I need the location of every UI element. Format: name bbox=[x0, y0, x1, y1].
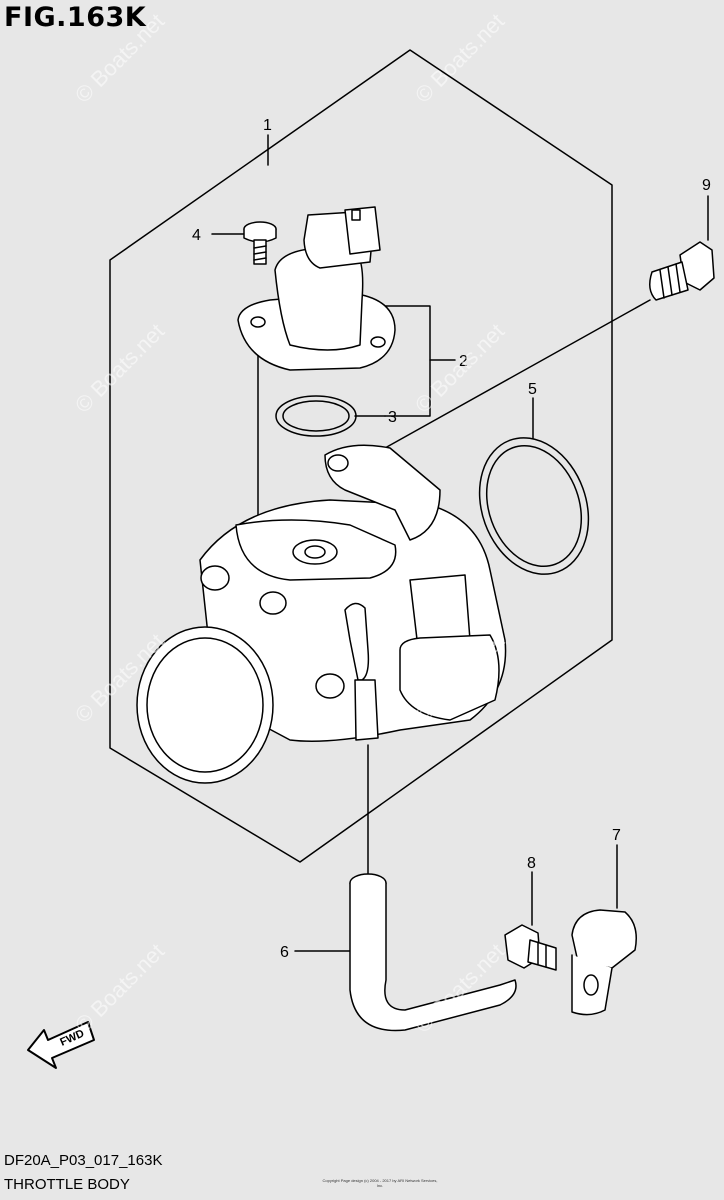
callout-8: 8 bbox=[527, 855, 536, 872]
figure-code: DF20A_P03_017_163K bbox=[4, 1152, 163, 1169]
copyright-notice: Copyright Page design (c) 2004 - 2017 by… bbox=[322, 1178, 438, 1188]
hose-part-6 bbox=[349, 873, 517, 1032]
fwd-arrow bbox=[27, 1021, 95, 1069]
callout-7: 7 bbox=[612, 827, 621, 844]
o-ring-part-3 bbox=[275, 395, 357, 437]
leader-2-3 bbox=[384, 305, 431, 417]
callout-4: 4 bbox=[192, 227, 201, 244]
callout-3: 3 bbox=[388, 409, 397, 426]
screw-part-4 bbox=[243, 221, 277, 265]
clamp-part-7 bbox=[571, 909, 637, 1016]
callout-5: 5 bbox=[528, 381, 537, 398]
callout-9: 9 bbox=[702, 177, 711, 194]
bolt-part-9 bbox=[649, 241, 715, 301]
callout-1: 1 bbox=[263, 117, 272, 134]
assembly-frame bbox=[109, 49, 613, 863]
leader-9b bbox=[384, 299, 651, 449]
callout-2: 2 bbox=[459, 353, 468, 370]
gasket-part-5 bbox=[478, 437, 590, 575]
sensor-part-2 bbox=[237, 206, 396, 371]
figure-title: FIG.163K bbox=[4, 2, 147, 33]
bolt-part-8 bbox=[504, 924, 557, 971]
throttle-body bbox=[136, 444, 507, 784]
callout-6: 6 bbox=[280, 944, 289, 961]
figure-subtitle: THROTTLE BODY bbox=[4, 1176, 130, 1193]
